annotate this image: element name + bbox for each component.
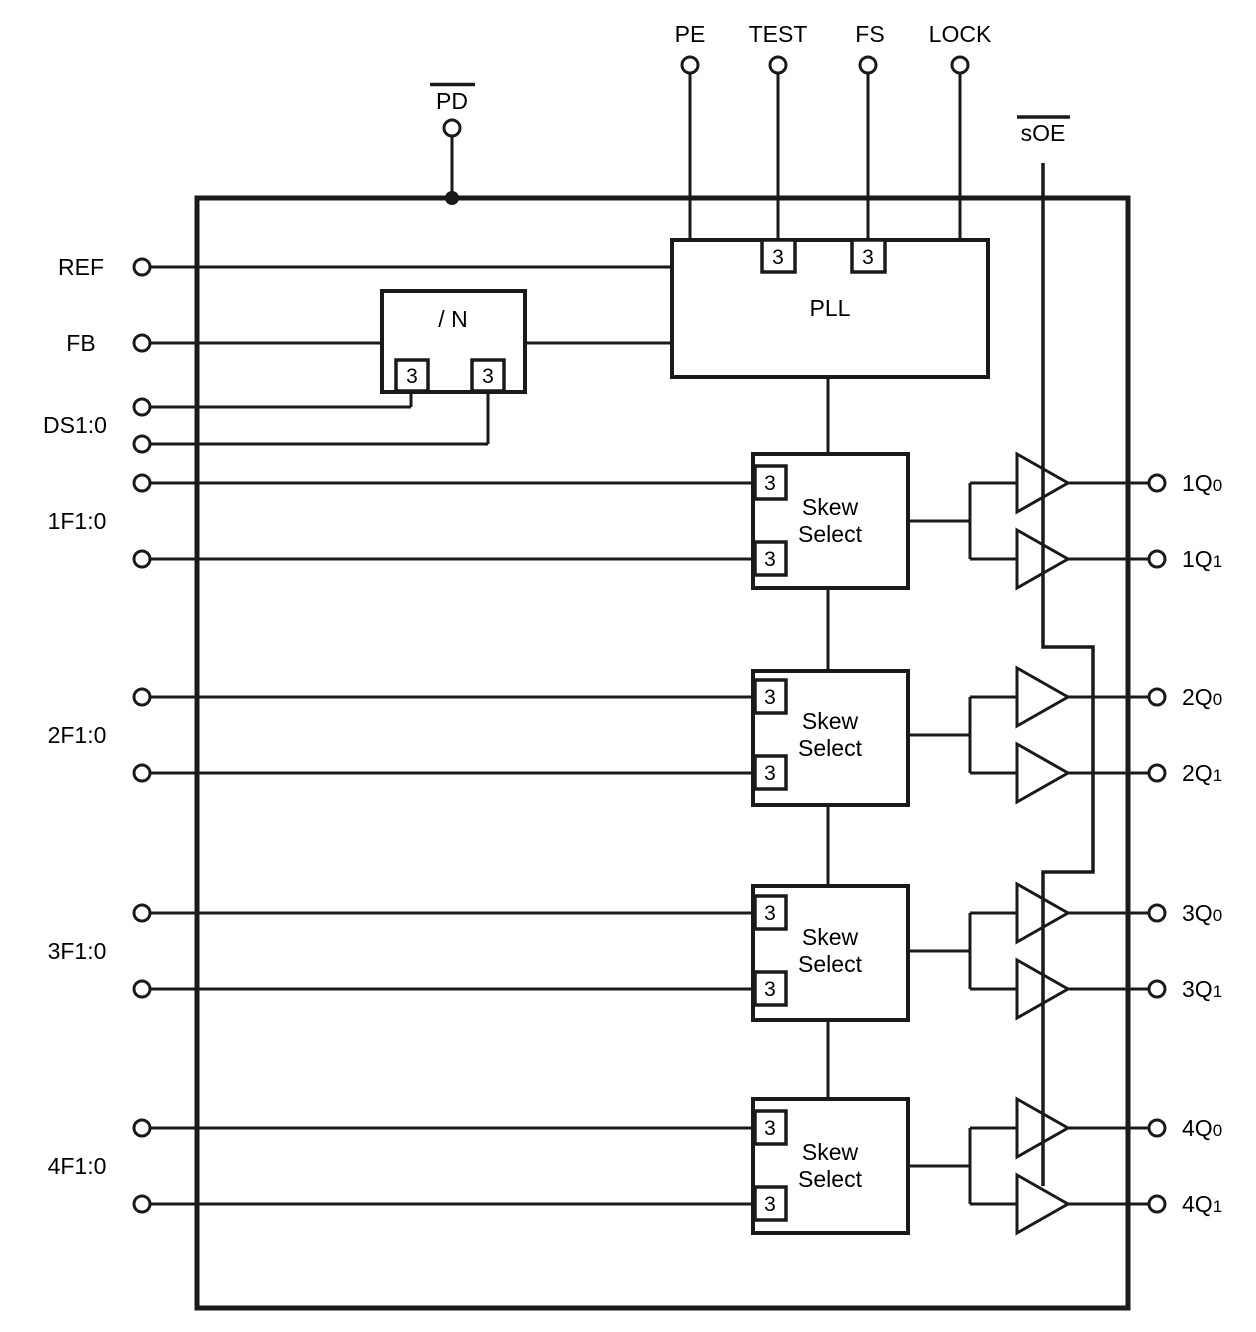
pin-circle-pe — [680, 55, 700, 75]
output-label-3q1: 3Q1 — [1182, 976, 1222, 1002]
bus-box-skew2-a — [753, 678, 788, 715]
pin-label-soe: sOE — [1021, 120, 1066, 146]
pin-circle-2f0 — [132, 763, 152, 783]
bus-box-pll-test — [760, 238, 797, 274]
pin-circle-ds1 — [132, 434, 152, 454]
pin-circle-1q0 — [1147, 473, 1167, 493]
pin-label-ds: DS1:0 — [43, 412, 107, 438]
pin-circle-1f0 — [132, 549, 152, 569]
skew1-label-line1: Skew — [802, 494, 859, 520]
pin-circle-3q0 — [1147, 903, 1167, 923]
pin-circle-1f1 — [132, 473, 152, 493]
pin-label-4f: 4F1:0 — [48, 1153, 107, 1179]
pin-circle-ref — [132, 257, 152, 277]
bus-width-divider-ds1: 3 — [482, 365, 494, 388]
bus-width-skew3-b: 3 — [764, 978, 776, 1001]
skew3-label-line2: Select — [798, 951, 863, 977]
skew4-label-line1: Skew — [802, 1139, 859, 1165]
skew1-label-line2: Select — [798, 521, 863, 547]
bus-width-skew2-b: 3 — [764, 762, 776, 785]
bus-box-skew4-b — [753, 1185, 788, 1222]
bus-width-pll-fs: 3 — [862, 246, 874, 269]
pin-circle-2q1 — [1147, 763, 1167, 783]
pin-circle-4q1 — [1147, 1194, 1167, 1214]
bus-width-skew1-b: 3 — [764, 548, 776, 571]
skew4-label-line2: Select — [798, 1166, 863, 1192]
chip-boundary — [194, 195, 1131, 1311]
pin-label-fb: FB — [66, 330, 95, 356]
divider-label: / N — [438, 306, 467, 332]
output-label-4q1: 4Q1 — [1182, 1191, 1222, 1217]
wires — [150, 73, 1149, 1206]
pin-circle-3q1 — [1147, 979, 1167, 999]
pin-circle-4q0 — [1147, 1118, 1167, 1138]
skew2-label-line2: Select — [798, 735, 863, 761]
pin-label-test: TEST — [749, 21, 808, 47]
output-label-2q0: 2Q0 — [1182, 684, 1222, 710]
bus-width-boxes — [394, 238, 887, 1222]
pll-label: PLL — [810, 295, 851, 321]
bus-box-skew4-a — [753, 1109, 788, 1146]
pin-circle-4f1 — [132, 1118, 152, 1138]
pin-circle-2f1 — [132, 687, 152, 707]
bus-box-divider-ds1 — [470, 358, 506, 393]
bus-width-skew1-a: 3 — [764, 472, 776, 495]
pin-circle-4f0 — [132, 1194, 152, 1214]
pin-circle-fb — [132, 333, 152, 353]
bus-box-skew3-b — [753, 970, 788, 1007]
pin-terminals — [132, 55, 1167, 1214]
buffer-2q1 — [1015, 741, 1072, 805]
pin-label-fs: FS — [855, 21, 884, 47]
bus-width-skew3-a: 3 — [764, 902, 776, 925]
bus-box-pll-fs — [850, 238, 887, 274]
pin-circle-ds0 — [132, 397, 152, 417]
bus-box-skew2-b — [753, 754, 788, 791]
skew3-label-line1: Skew — [802, 924, 859, 950]
pin-circle-test — [768, 55, 788, 75]
bus-box-divider-ds0 — [394, 358, 430, 393]
pin-label-1f: 1F1:0 — [48, 508, 107, 534]
output-label-3q0: 3Q0 — [1182, 900, 1222, 926]
pin-circle-1q1 — [1147, 549, 1167, 569]
bus-box-skew1-a — [753, 464, 788, 501]
pin-label-pe: PE — [675, 21, 706, 47]
pin-label-3f: 3F1:0 — [48, 938, 107, 964]
skew2-label-line1: Skew — [802, 708, 859, 734]
wire-soe — [1041, 163, 1095, 1186]
pin-circle-pd — [442, 118, 462, 138]
labels: PD PE TEST FS LOCK sOE REF FB DS1:0 1F1:… — [43, 21, 1222, 1217]
pin-circle-3f1 — [132, 903, 152, 923]
pin-circle-lock — [950, 55, 970, 75]
output-label-2q1: 2Q1 — [1182, 760, 1222, 786]
output-label-1q1: 1Q1 — [1182, 546, 1222, 572]
output-label-1q0: 1Q0 — [1182, 470, 1222, 496]
bus-width-pll-test: 3 — [772, 246, 784, 269]
output-label-4q0: 4Q0 — [1182, 1115, 1222, 1141]
bus-box-skew3-a — [753, 894, 788, 931]
pin-circle-2q0 — [1147, 687, 1167, 707]
pin-circle-3f0 — [132, 979, 152, 999]
pin-label-ref: REF — [58, 254, 104, 280]
bus-width-divider-ds0: 3 — [406, 365, 418, 388]
buffer-2q0 — [1015, 665, 1072, 729]
bus-box-skew1-b — [753, 540, 788, 577]
pin-circle-fs — [858, 55, 878, 75]
pin-label-pd: PD — [436, 88, 468, 114]
bus-width-skew4-b: 3 — [764, 1193, 776, 1216]
bus-width-skew4-a: 3 — [764, 1117, 776, 1140]
bus-width-skew2-a: 3 — [764, 686, 776, 709]
buffer-4q1 — [1015, 1172, 1072, 1236]
junction-dot-pd — [445, 191, 459, 205]
pll-block — [670, 238, 990, 379]
pin-label-2f: 2F1:0 — [48, 722, 107, 748]
pin-label-lock: LOCK — [929, 21, 992, 47]
